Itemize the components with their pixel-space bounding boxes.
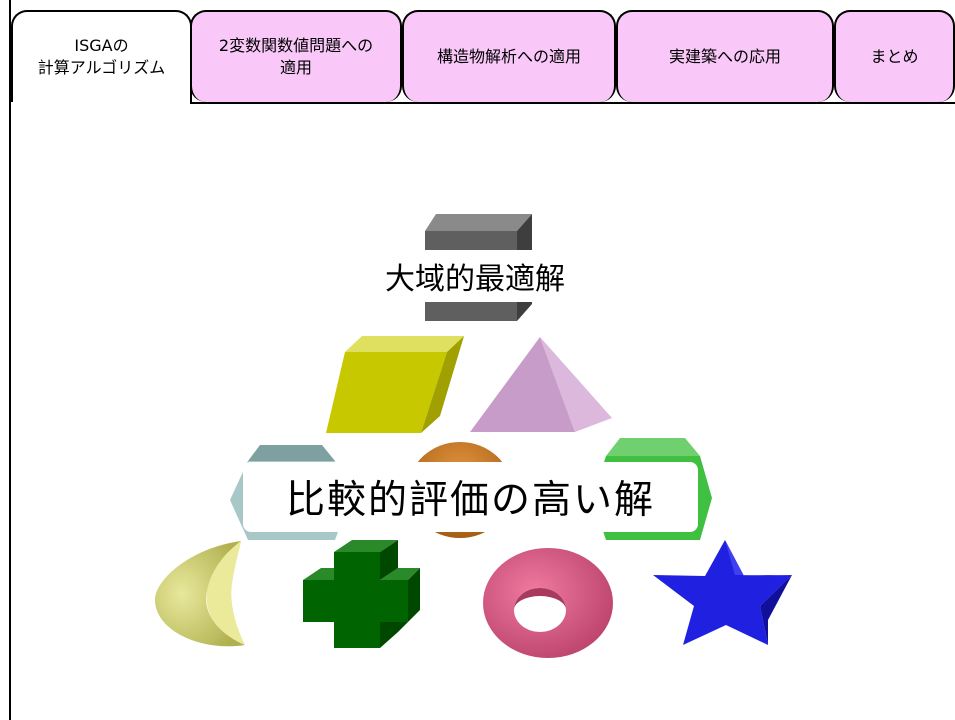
tab-label: 2変数関数値問題への 適用 xyxy=(218,36,374,77)
tab-structural-analysis[interactable]: 構造物解析への適用 xyxy=(402,10,616,102)
tab-label: 実建築への応用 xyxy=(668,47,781,66)
blue-star-shape xyxy=(653,540,792,645)
slide-border-left xyxy=(9,0,11,720)
pink-pyramid-shape xyxy=(470,337,612,432)
tab-underline xyxy=(190,102,955,104)
tab-real-architecture[interactable]: 実建築への応用 xyxy=(616,10,834,102)
tab-label: 構造物解析への適用 xyxy=(436,47,581,66)
green-cross-shape xyxy=(303,540,420,648)
tab-label: まとめ xyxy=(870,47,919,66)
yellow-parallelogram-shape xyxy=(326,336,464,433)
crescent-moon-shape xyxy=(155,541,245,647)
high-evaluation-label: 比較的評価の高い解 xyxy=(243,462,698,532)
tab-isga-algorithm[interactable]: ISGAの 計算アルゴリズム xyxy=(11,10,192,102)
tab-label: ISGAの 計算アルゴリズム xyxy=(37,36,166,77)
pink-ring-shape xyxy=(483,548,613,658)
tab-two-variable-function[interactable]: 2変数関数値問題への 適用 xyxy=(190,10,402,102)
tab-summary[interactable]: まとめ xyxy=(834,10,955,102)
global-optimum-label: 大域的最適解 xyxy=(340,250,610,302)
